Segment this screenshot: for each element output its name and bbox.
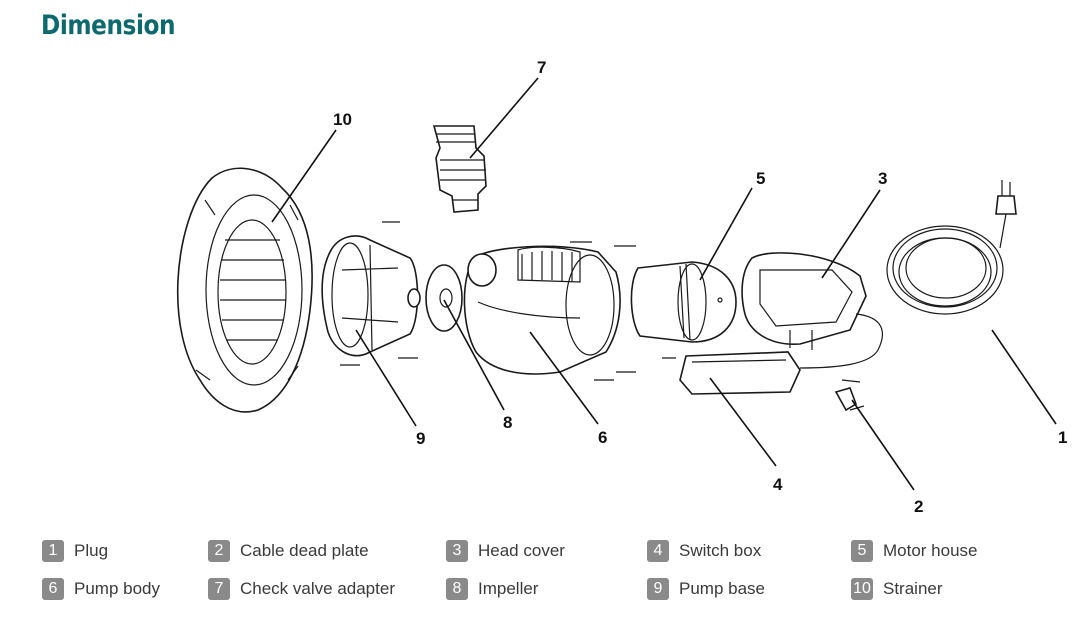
callout-9: 9 (416, 429, 425, 448)
motor-house-part (630, 261, 737, 343)
check-valve-part (432, 125, 487, 213)
screws (340, 221, 676, 381)
callout-4: 4 (773, 475, 783, 494)
callout-10: 10 (333, 110, 352, 129)
strainer-part (176, 167, 313, 413)
callout-2: 2 (914, 497, 923, 516)
page-title: Dimension (41, 10, 176, 41)
pump-base-part (321, 235, 421, 357)
leader-lines (271, 77, 1057, 491)
plug-cable-part (799, 180, 1017, 369)
head-cover-part (741, 252, 867, 350)
callout-6: 6 (598, 428, 607, 447)
callout-8: 8 (503, 413, 512, 432)
pump-body-part (463, 245, 621, 375)
switch-box-part (679, 351, 801, 395)
callout-7: 7 (537, 58, 546, 77)
cable-dead-plate-part (834, 379, 865, 412)
callout-5: 5 (756, 169, 765, 188)
callout-1: 1 (1058, 428, 1067, 447)
callout-3: 3 (878, 169, 887, 188)
impeller-part (425, 264, 463, 332)
